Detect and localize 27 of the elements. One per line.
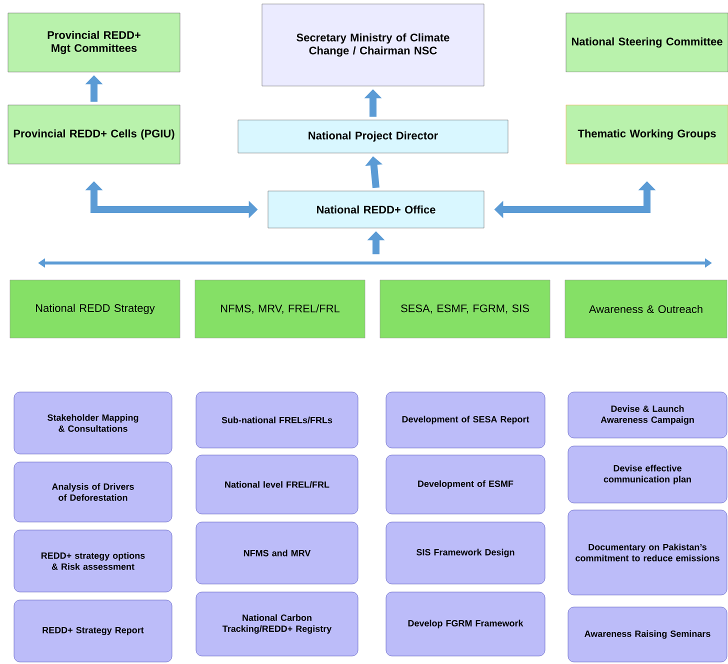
activity-box: Documentary on Pakistan’s commitment to reduce emissions [568,510,728,596]
activity-box: Awareness Raising Seminars [568,606,728,662]
activity-box: REDD+ strategy options & Risk assessment [14,530,172,592]
committee-box: Thematic Working Groups [566,104,728,164]
activity-box: NFMS and MRV [196,522,358,584]
committee-box: Provincial REDD+ Mgt Committees [8,12,180,72]
committee-box: Provincial REDD+ Cells (PGIU) [8,104,180,164]
component-box: NFMS, MRV, FREL/FRL [194,280,366,338]
activity-box: Develop FGRM Framework [386,592,546,656]
activity-box: Stakeholder Mapping & Consultations [14,392,172,454]
activity-box: Devise & Launch Awareness Campaign [568,392,728,438]
activity-box: Devise effective communication plan [568,446,728,504]
activity-box: Development of ESMF [386,454,546,514]
activity-box: Analysis of Drivers of Deforestation [14,462,172,522]
office-box: National Project Director [238,120,508,154]
office-box: Secretary Ministry of Climate Change / Chairman NSC [262,4,484,86]
activity-box: National Carbon Tracking/REDD+ Registry [196,592,358,656]
committee-box: National Steering Committee [566,12,728,72]
activity-box: Development of SESA Report [386,392,546,448]
activity-box: SIS Framework Design [386,522,546,584]
activity-box: REDD+ Strategy Report [14,600,172,662]
component-box: SESA, ESMF, FGRM, SIS [380,280,550,338]
activity-box: Sub-national FRELs/FRLs [196,392,358,448]
component-box: National REDD Strategy [10,280,180,338]
component-box: Awareness & Outreach [564,280,728,338]
office-box: National REDD+ Office [268,190,484,228]
activity-box: National level FREL/FRL [196,454,358,514]
